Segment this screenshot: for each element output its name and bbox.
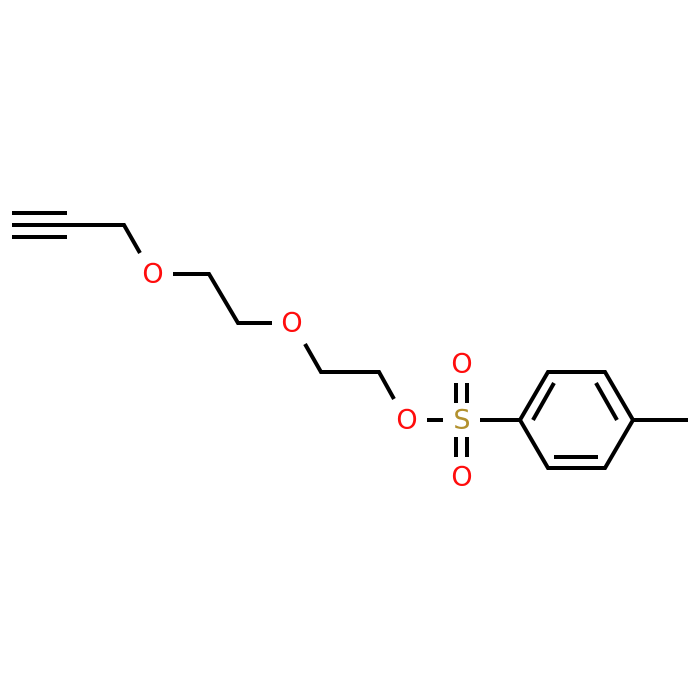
alkyne-triple-bond (12, 211, 67, 239)
chain-bonds (67, 223, 520, 422)
oxygen-atom-3: O (396, 405, 417, 436)
oxygen-atom-top: O (451, 349, 472, 380)
benzene-ring (517, 370, 636, 470)
sulfonyl-double-bonds (454, 383, 469, 457)
oxygen-atom-bottom: O (451, 462, 472, 493)
oxygen-atom-2: O (281, 308, 302, 339)
sulfur-atom: S (453, 405, 470, 436)
oxygen-atom-1: O (142, 259, 163, 290)
